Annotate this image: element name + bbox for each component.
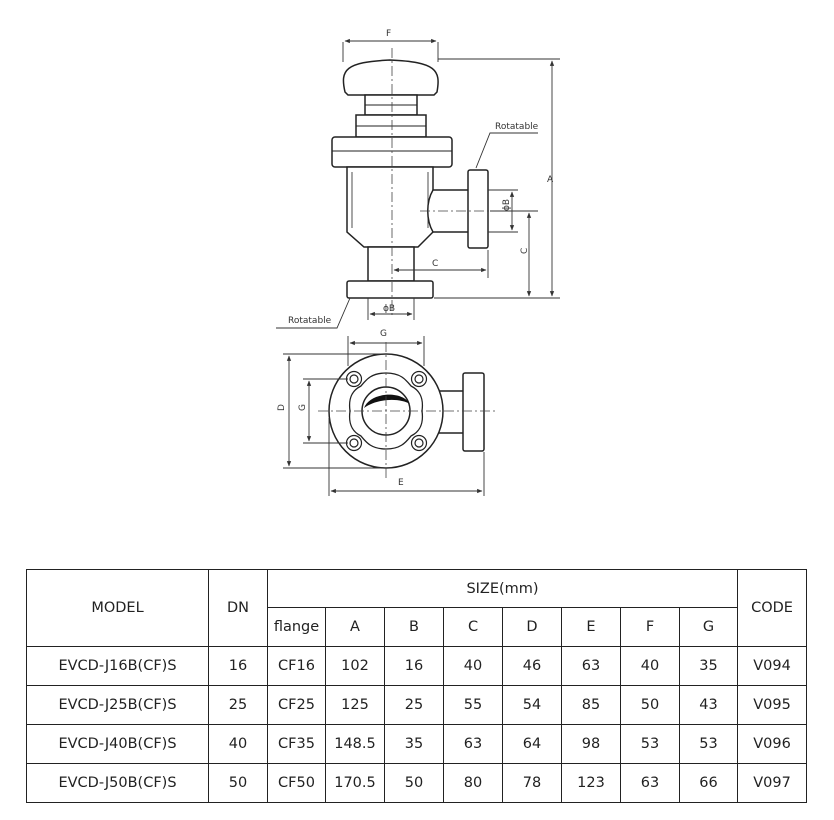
cell-g: 43 (678, 685, 739, 725)
cell-dn: 40 (208, 724, 268, 764)
cell-d: 78 (502, 763, 562, 803)
bolt-holes (345, 370, 428, 452)
cell-b: 35 (384, 724, 444, 764)
dim-label-g-left: G (298, 404, 308, 411)
rotatable-label-bottom: Rotatable (288, 316, 332, 326)
hub-crescent (364, 394, 410, 408)
header-f: F (620, 607, 680, 647)
header-d: D (502, 607, 562, 647)
cell-g: 53 (678, 724, 739, 764)
cell-b: 25 (384, 685, 444, 725)
cell-f: 53 (620, 724, 680, 764)
header-a: A (325, 607, 385, 647)
cell-g: 66 (678, 763, 739, 803)
cell-flange: CF16 (267, 646, 326, 686)
cell-e: 123 (561, 763, 621, 803)
cell-e: 85 (561, 685, 621, 725)
cell-f: 40 (620, 646, 680, 686)
bottom-flange (346, 280, 434, 299)
cell-e: 98 (561, 724, 621, 764)
cell-a: 102 (325, 646, 385, 686)
header-flange: flange (267, 607, 326, 647)
header-model: MODEL (26, 569, 209, 647)
cell-c: 40 (443, 646, 503, 686)
header-row-sub: flange A B C D E F G (27, 607, 807, 647)
header-e: E (561, 607, 621, 647)
cell-code: V095 (737, 685, 808, 725)
center-lines (391, 48, 500, 318)
cell-dn: 25 (208, 685, 268, 725)
header-dn: DN (208, 569, 268, 647)
cell-code: V096 (737, 724, 808, 764)
dim-label-b-bottom: ϕB (383, 304, 395, 314)
cell-f: 50 (620, 685, 680, 725)
dim-label-e: E (398, 478, 404, 488)
header-code: CODE (737, 569, 808, 647)
cell-dn: 50 (208, 763, 268, 803)
cell-d: 54 (502, 685, 562, 725)
cell-model: EVCD-J25B(CF)S (26, 685, 209, 725)
specification-table: MODEL DN SIZE(mm) CODE flange A B C D E … (26, 569, 808, 803)
cell-d: 46 (502, 646, 562, 686)
valve-top-view (328, 353, 485, 469)
cell-dn: 16 (208, 646, 268, 686)
cell-flange: CF35 (267, 724, 326, 764)
valve-body (346, 166, 434, 248)
header-size: SIZE(mm) (266, 569, 739, 608)
cell-code: V094 (737, 646, 808, 686)
cell-c: 80 (443, 763, 503, 803)
side-port (427, 189, 471, 233)
dim-label-f: F (386, 29, 391, 39)
dim-label-g-top: G (380, 329, 387, 339)
header-c: C (443, 607, 503, 647)
cell-b: 50 (384, 763, 444, 803)
cell-model: EVCD-J40B(CF)S (26, 724, 209, 764)
rotatable-label-top: Rotatable (495, 122, 539, 132)
cell-a: 125 (325, 685, 385, 725)
cell-c: 55 (443, 685, 503, 725)
cell-c: 63 (443, 724, 503, 764)
header-row-top: MODEL DN SIZE(mm) CODE (26, 569, 808, 647)
dim-label-b-side: ϕB (502, 199, 512, 211)
cell-f: 63 (620, 763, 680, 803)
top-view-side-flange (462, 372, 485, 452)
valve-side-view (331, 59, 489, 299)
cell-a: 148.5 (325, 724, 385, 764)
cell-e: 63 (561, 646, 621, 686)
header-g: G (678, 607, 739, 647)
cell-d: 64 (502, 724, 562, 764)
dim-label-d: D (277, 404, 287, 411)
cell-a: 170.5 (325, 763, 385, 803)
side-flange (467, 169, 489, 249)
cell-b: 16 (384, 646, 444, 686)
valve-technical-drawing: F A ϕB C C ϕB Rotatable Rotatable (276, 29, 560, 496)
handwheel (342, 59, 439, 96)
bottom-neck (367, 246, 415, 282)
header-b: B (384, 607, 444, 647)
cell-g: 35 (678, 646, 739, 686)
dim-label-a: A (547, 175, 554, 185)
dim-label-c-side: C (520, 248, 530, 254)
cell-flange: CF25 (267, 685, 326, 725)
dim-label-c-horizontal: C (432, 259, 438, 269)
cell-model: EVCD-J50B(CF)S (26, 763, 209, 803)
cell-flange: CF50 (267, 763, 326, 803)
dimension-lines (276, 38, 560, 329)
cell-code: V097 (737, 763, 808, 803)
cell-model: EVCD-J16B(CF)S (26, 646, 209, 686)
